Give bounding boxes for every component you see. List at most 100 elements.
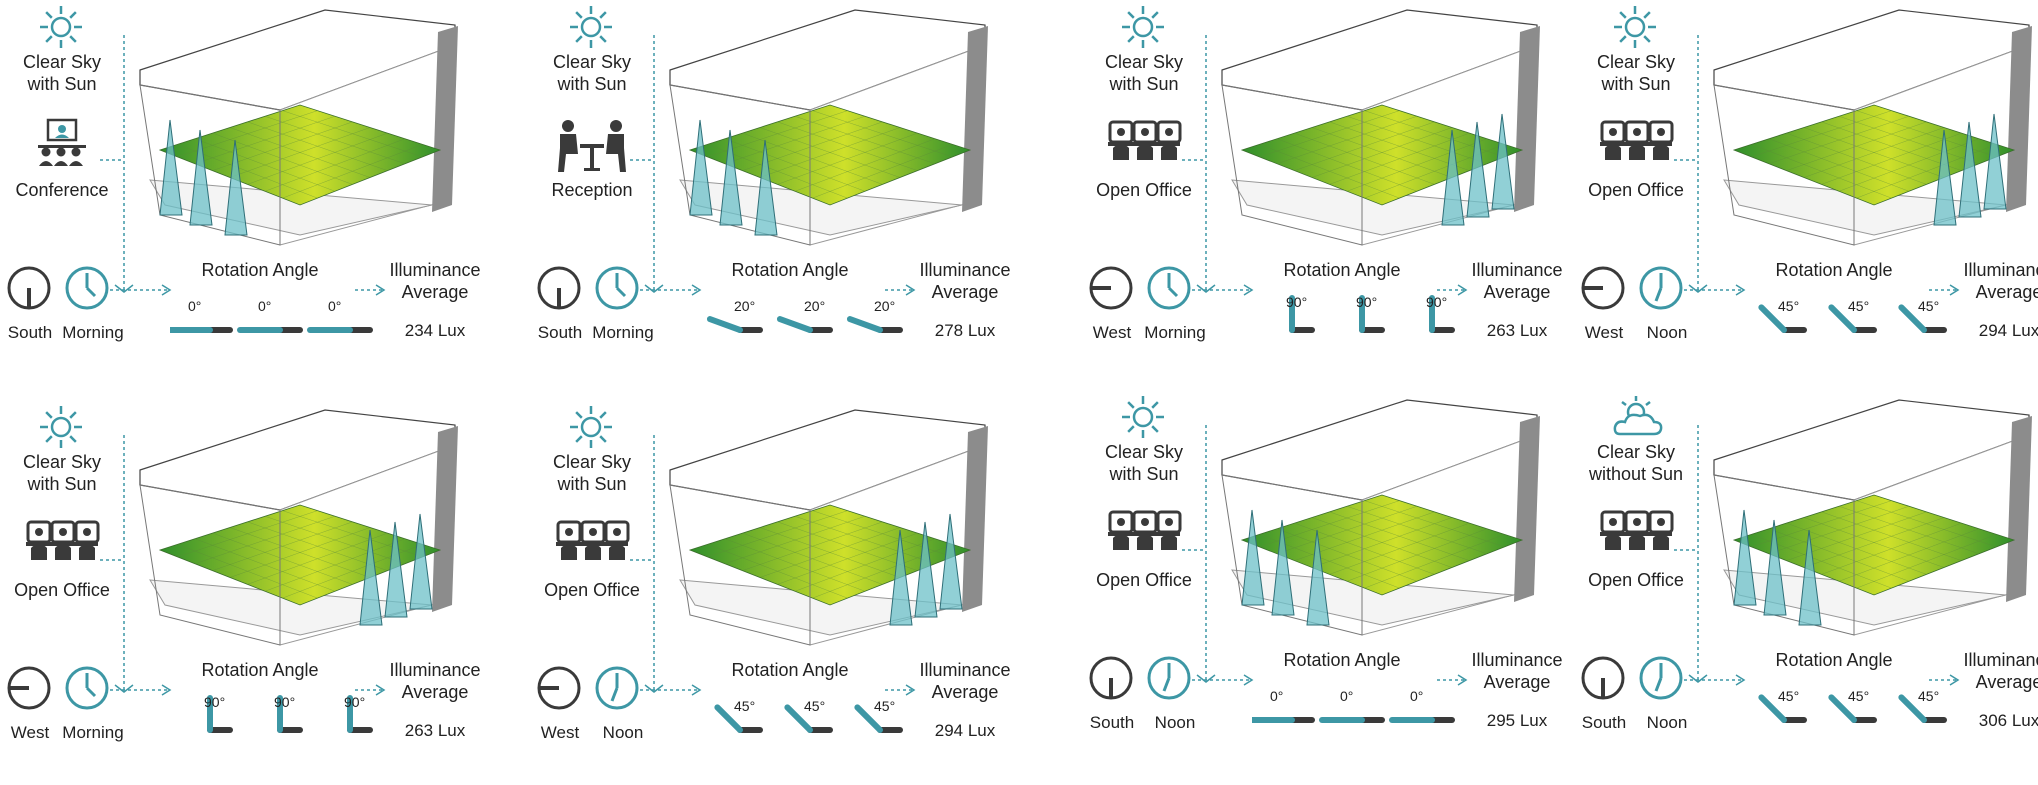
- scenario-panel: Clear Sky with Sun Open Office West Morn…: [0, 400, 520, 785]
- rotation-angle-value: 45°: [1848, 688, 1870, 704]
- clock-morning-icon: [594, 265, 640, 311]
- rotation-angle-marks: [1289, 295, 1455, 333]
- room-model: [1713, 9, 2032, 246]
- room-illustration: [1674, 399, 2032, 686]
- rotation-angle-value: 45°: [874, 698, 896, 714]
- rotation-angle-value: 45°: [804, 698, 826, 714]
- scenario-panel: Clear Sky with Sun Open Office West Morn…: [1082, 0, 1602, 385]
- time-label: Morning: [592, 323, 654, 342]
- rotation-angle-title: Rotation Angle: [201, 260, 319, 280]
- illuminance-title-line2: Average: [931, 282, 999, 302]
- fin-rotation-mark: [1898, 304, 1927, 333]
- rotation-angle-value: 0°: [1270, 688, 1284, 704]
- sky-condition-line1: Clear Sky: [1596, 52, 1676, 72]
- space-type-label: Open Office: [1096, 570, 1192, 590]
- rotation-angle-value: 45°: [1778, 688, 1800, 704]
- room-model: [669, 409, 988, 646]
- clock-morning-icon: [64, 665, 110, 711]
- rotation-angle-value: 45°: [734, 698, 756, 714]
- rotation-angle-title: Rotation Angle: [1283, 650, 1401, 670]
- illuminance-title-line2: Average: [1975, 282, 2038, 302]
- rotation-angle-title: Rotation Angle: [1775, 260, 1893, 280]
- fin-rotation-mark: [846, 316, 883, 333]
- clock-morning-icon: [1146, 265, 1192, 311]
- fin-rotation-mark: [1758, 694, 1787, 723]
- fin-rotation-mark: [854, 704, 883, 733]
- open-office-icon: [554, 518, 630, 574]
- rotation-angle-value: 45°: [1848, 298, 1870, 314]
- room-illustration: [100, 9, 458, 296]
- illuminance-value: 294 Lux: [934, 721, 996, 740]
- clock-noon-icon: [1638, 265, 1684, 311]
- room-model: [139, 9, 458, 246]
- room-illustration: [1674, 9, 2032, 296]
- fin-rotation-mark: [706, 316, 743, 333]
- space-type-label: Conference: [15, 180, 109, 200]
- room-illustration: [100, 409, 458, 696]
- space-type-label: Open Office: [1588, 570, 1684, 590]
- scenario-panel: Clear Sky without Sun Open Office South …: [1574, 390, 2038, 775]
- scenario-panel: Clear Sky with Sun Open Office South Noo…: [1082, 390, 1602, 775]
- orientation-label: West: [540, 723, 580, 742]
- room-illustration: [1182, 399, 1540, 686]
- open-office-icon: [1106, 508, 1182, 564]
- time-label: Noon: [602, 723, 644, 742]
- sky-condition-line2: with Sun: [27, 474, 97, 494]
- space-type-label: Open Office: [14, 580, 110, 600]
- compass-south-icon: [1580, 655, 1626, 701]
- open-office-icon: [1106, 118, 1182, 174]
- open-office-icon: [1598, 508, 1674, 564]
- illuminance-title-line1: Illuminance: [1471, 650, 1563, 670]
- room-model: [139, 409, 458, 646]
- fin-rotation-mark: [1898, 694, 1927, 723]
- fin-rotation-mark: [714, 704, 743, 733]
- time-label: Noon: [1646, 713, 1688, 732]
- cloud-sun-icon: [1610, 392, 1663, 442]
- space-type-label: Open Office: [1588, 180, 1684, 200]
- compass-south-icon: [1088, 655, 1134, 701]
- clock-noon-icon: [1146, 655, 1192, 701]
- sun-icon: [1118, 2, 1168, 52]
- sky-condition-line2: with Sun: [557, 474, 627, 494]
- rotation-angle-value: 20°: [804, 298, 826, 314]
- rotation-angle-value: 0°: [258, 298, 272, 314]
- rotation-angle-value: 0°: [1340, 688, 1354, 704]
- clock-noon-icon: [1638, 655, 1684, 701]
- rotation-angle-marks: [1758, 694, 1947, 723]
- clock-noon-icon: [594, 665, 640, 711]
- conference-icon: [24, 118, 100, 174]
- rotation-angle-value: 0°: [188, 298, 202, 314]
- rotation-angle-value: 90°: [204, 694, 226, 710]
- rotation-angle-title: Rotation Angle: [731, 660, 849, 680]
- rotation-angle-value: 90°: [1356, 294, 1378, 310]
- illuminance-title-line1: Illuminance: [919, 660, 1011, 680]
- sky-condition-line2: with Sun: [1109, 464, 1179, 484]
- orientation-label: West: [1584, 323, 1624, 342]
- time-label: Morning: [62, 723, 124, 742]
- sky-condition-line2: without Sun: [1588, 464, 1684, 484]
- sky-condition-line1: Clear Sky: [22, 52, 102, 72]
- fin-rotation-mark: [784, 704, 813, 733]
- rotation-angle-title: Rotation Angle: [1775, 650, 1893, 670]
- sun-icon: [36, 2, 86, 52]
- compass-west-icon: [6, 665, 52, 711]
- compass-west-icon: [536, 665, 582, 711]
- open-office-icon: [24, 518, 100, 574]
- sky-condition-line2: with Sun: [1601, 74, 1671, 94]
- sky-condition-line1: Clear Sky: [1104, 52, 1184, 72]
- rotation-angle-title: Rotation Angle: [1283, 260, 1401, 280]
- rotation-angle-title: Rotation Angle: [201, 660, 319, 680]
- illuminance-title-line2: Average: [1483, 282, 1551, 302]
- rotation-angle-marks: [706, 316, 903, 333]
- illuminance-value: 263 Lux: [404, 721, 466, 740]
- compass-west-icon: [1580, 265, 1626, 311]
- rotation-angle-title: Rotation Angle: [731, 260, 849, 280]
- illuminance-title-line1: Illuminance: [389, 260, 481, 280]
- illuminance-value: 234 Lux: [404, 321, 466, 340]
- illuminance-title-line2: Average: [1483, 672, 1551, 692]
- room-illustration: [630, 409, 988, 696]
- illuminance-title-line2: Average: [1975, 672, 2038, 692]
- illuminance-title-line2: Average: [401, 282, 469, 302]
- orientation-label: South: [537, 323, 583, 342]
- sky-condition-line1: Clear Sky: [552, 452, 632, 472]
